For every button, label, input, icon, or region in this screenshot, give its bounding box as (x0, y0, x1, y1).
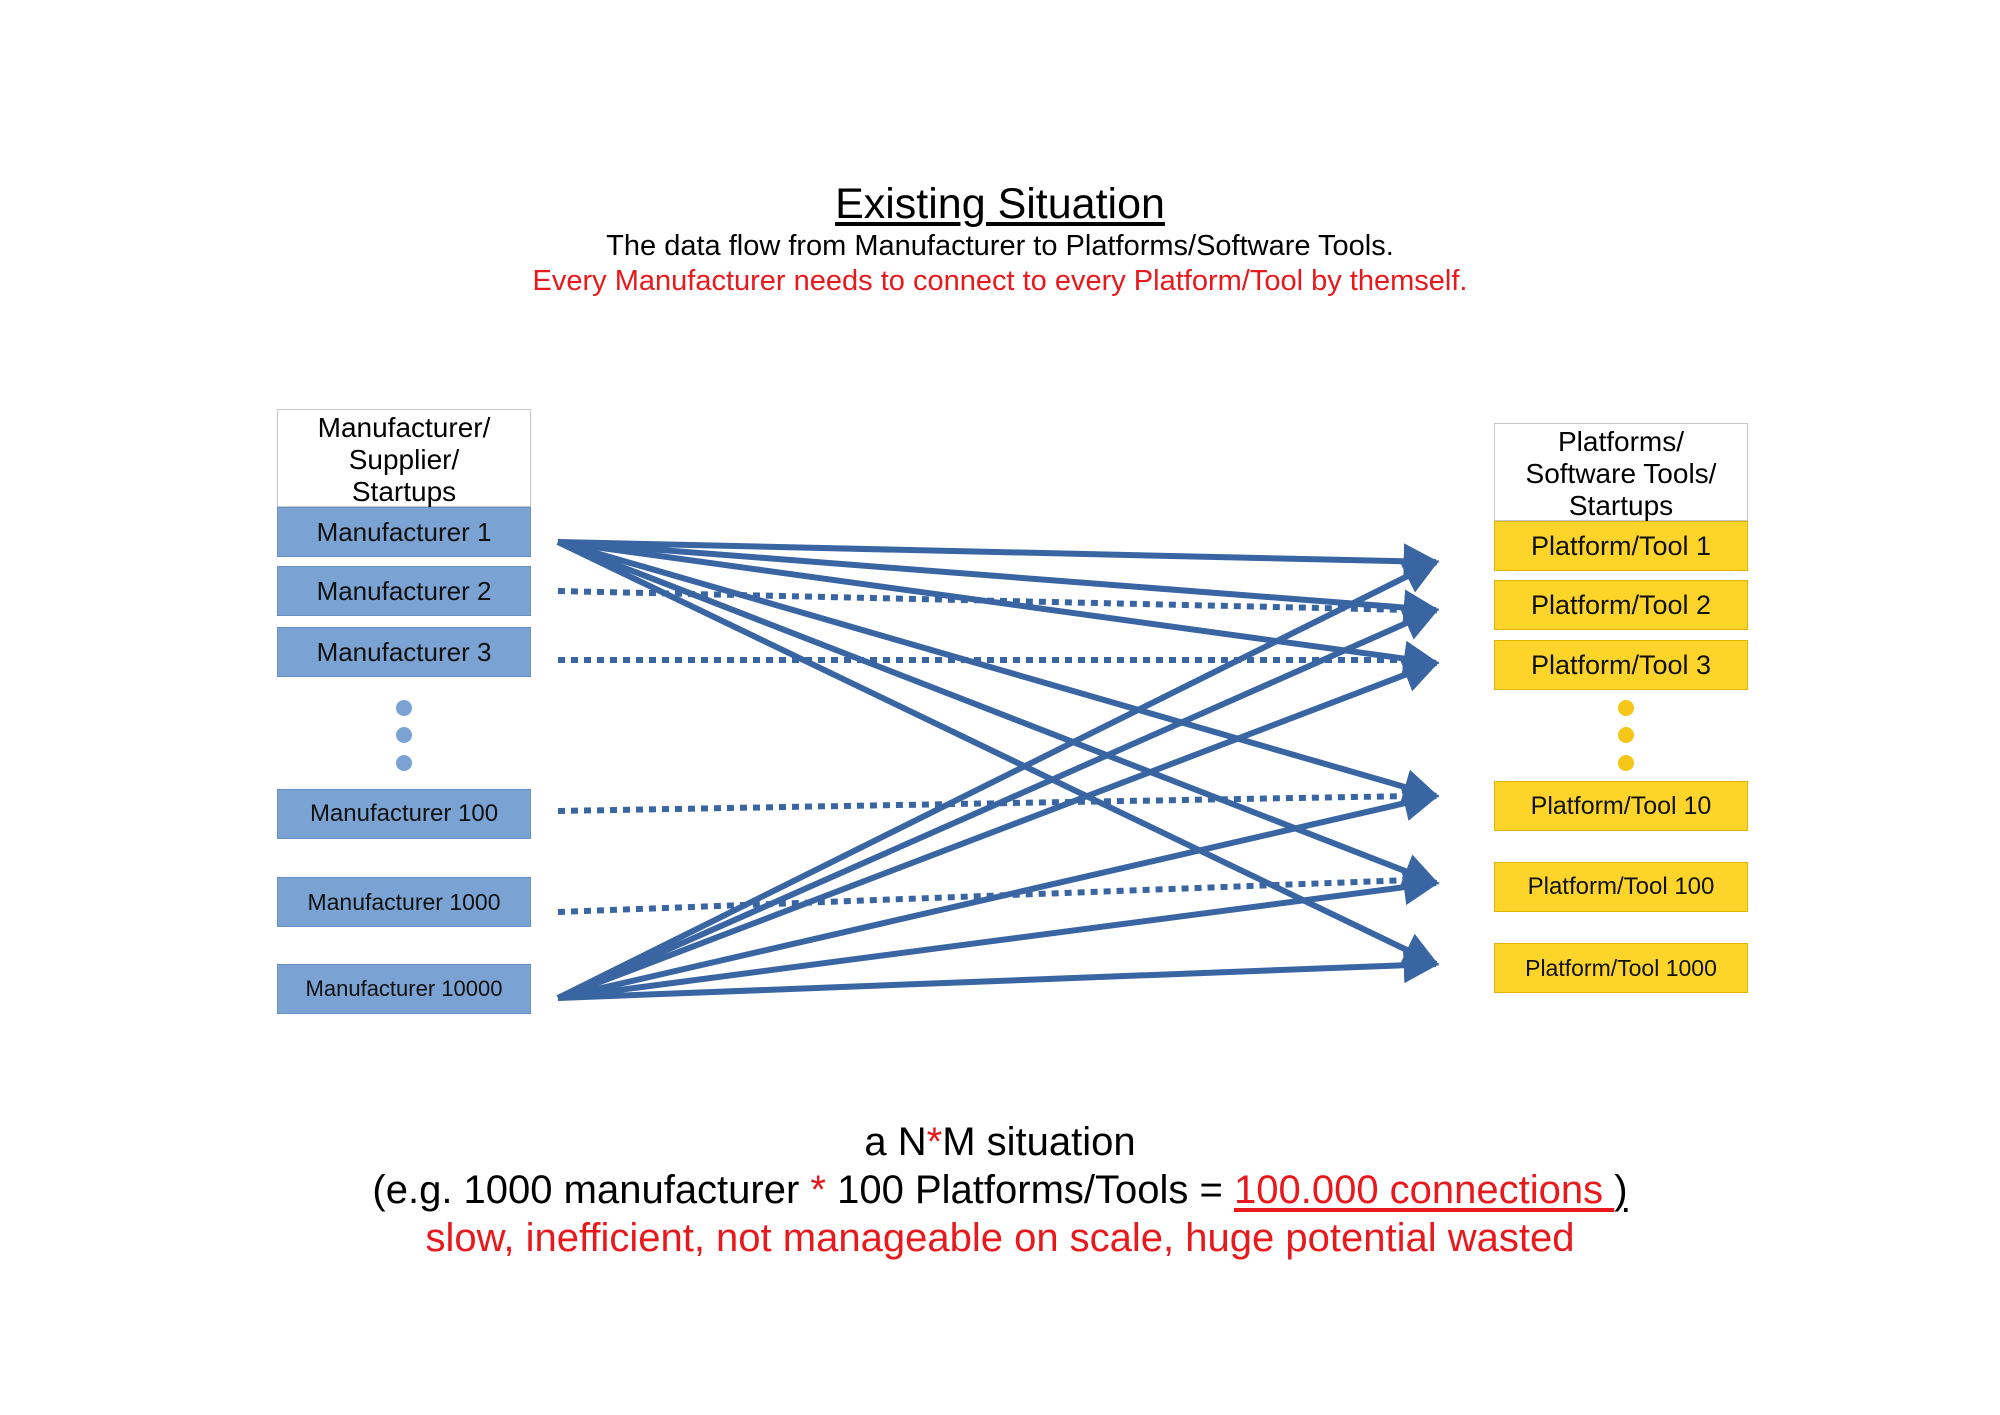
platform-1000-box: Platform/Tool 1000 (1494, 943, 1748, 993)
arrow-m1-p3 (557, 539, 1440, 677)
nm-suffix: M situation (942, 1120, 1136, 1164)
example-calculation-line: (e.g. 1000 manufacturer * 100 Platforms/… (0, 1168, 2000, 1213)
consequence-line: slow, inefficient, not manageable on sca… (425, 1216, 1575, 1260)
nm-prefix: a N (864, 1120, 927, 1164)
left-header-line: Startups (351, 476, 457, 507)
arrow-m1-p1000 (556, 539, 1440, 967)
platform-10-box: Platform/Tool 10 (1494, 781, 1748, 831)
ellipsis-dot (396, 755, 412, 771)
arrow-m10000-p10 (557, 785, 1440, 1001)
ellipsis-dot (1618, 727, 1634, 743)
ellipsis-dot (1618, 700, 1634, 716)
right-header-line: Startups (1568, 490, 1674, 521)
arrow-m1-p1 (557, 539, 1440, 580)
calc-mid: 100 Platforms/Tools = (826, 1168, 1234, 1212)
right-header-line: Platforms/ (1557, 426, 1685, 457)
manufacturer-1000-box: Manufacturer 1000 (277, 877, 531, 927)
left-header-line: Supplier/ (348, 444, 460, 475)
calc-prefix: (e.g. 1000 manufacturer (372, 1168, 811, 1212)
left-header-line: Manufacturer/ (317, 412, 491, 443)
ellipsis-dot (396, 727, 412, 743)
diagram-subtitle: The data flow from Manufacturer to Platf… (606, 230, 1394, 262)
calc-star: * (810, 1168, 826, 1212)
manufacturer-100-box: Manufacturer 100 (277, 789, 531, 839)
dotted-m1000 (557, 877, 1411, 915)
arrow-m10000-p3 (556, 657, 1440, 1001)
ellipsis-dot (1618, 755, 1634, 771)
platform-100-box: Platform/Tool 100 (1494, 862, 1748, 912)
platform-2-box: Platform/Tool 2 (1494, 580, 1748, 630)
calc-close: ) (1614, 1168, 1628, 1212)
manufacturer-3-box: Manufacturer 3 (277, 627, 531, 677)
nm-situation-line: a N*M situation (0, 1120, 2000, 1165)
manufacturer-1-box: Manufacturer 1 (277, 507, 531, 557)
platform-1-box: Platform/Tool 1 (1494, 521, 1748, 571)
connections-count: 100.000 connections (1233, 1168, 1615, 1212)
arrow-m10000-p100 (557, 869, 1440, 1001)
manufacturer-2-box: Manufacturer 2 (277, 566, 531, 616)
manufacturer-column-header: Manufacturer/ Supplier/ Startups (277, 409, 531, 507)
platform-column-header: Platforms/ Software Tools/ Startups (1494, 423, 1748, 521)
arrow-m10000-p2 (556, 606, 1440, 1001)
nm-star: * (926, 1120, 943, 1164)
arrow-m10000-p1 (556, 559, 1440, 1001)
arrow-m10000-p1000 (557, 947, 1440, 1001)
diagram-title: Existing Situation (835, 180, 1165, 228)
manufacturer-10000-box: Manufacturer 10000 (277, 964, 531, 1014)
diagram-note: Every Manufacturer needs to connect to e… (532, 265, 1468, 297)
arrow-m1-p100 (556, 539, 1440, 889)
ellipsis-dot (396, 700, 412, 716)
right-header-line: Software Tools/ (1525, 458, 1717, 489)
arrow-m1-p2 (557, 539, 1440, 626)
arrow-m1-p10 (557, 539, 1440, 805)
platform-3-box: Platform/Tool 3 (1494, 640, 1748, 690)
